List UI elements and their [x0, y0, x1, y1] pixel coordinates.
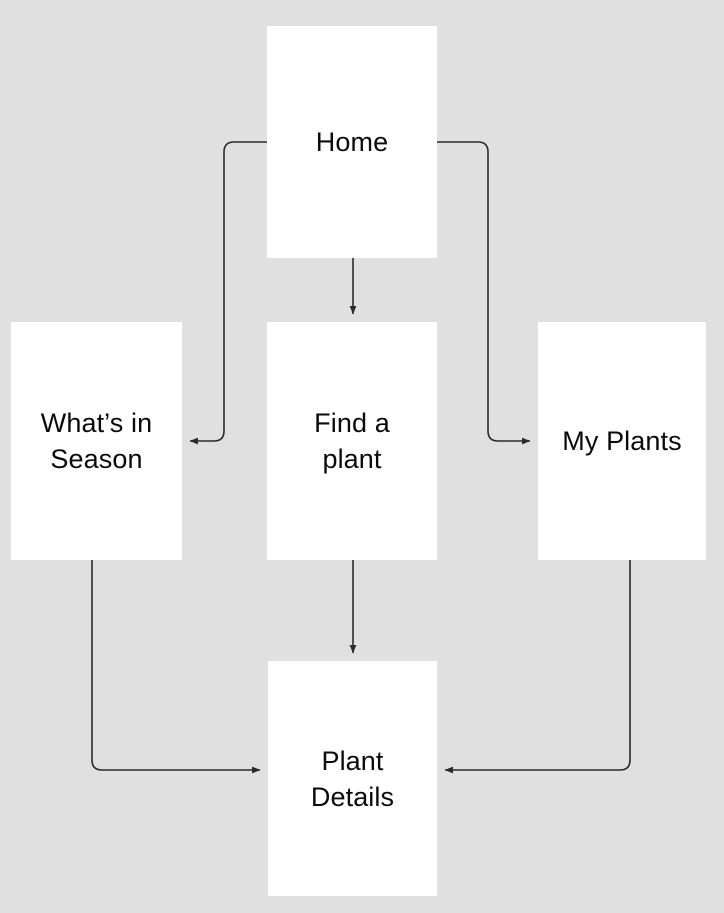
- node-find-a-plant[interactable]: Find a plant: [267, 322, 437, 560]
- node-find-a-plant-label: Find a plant: [314, 408, 390, 474]
- node-my-plants[interactable]: My Plants: [538, 322, 706, 560]
- node-whats-in-season-label: What’s in Season: [40, 408, 153, 474]
- edge-season-to-details: [91, 560, 261, 774]
- node-home-label: Home: [315, 127, 389, 157]
- node-plant-details[interactable]: Plant Details: [268, 661, 437, 896]
- node-my-plants-label: My Plants: [562, 426, 682, 456]
- edge-myplants-to-details: [444, 560, 631, 774]
- node-whats-in-season[interactable]: What’s in Season: [11, 322, 182, 560]
- edge-home-to-season: [189, 141, 267, 445]
- edge-home-to-myplants: [437, 141, 531, 445]
- node-plant-details-label: Plant Details: [310, 745, 395, 812]
- node-home[interactable]: Home: [267, 26, 437, 258]
